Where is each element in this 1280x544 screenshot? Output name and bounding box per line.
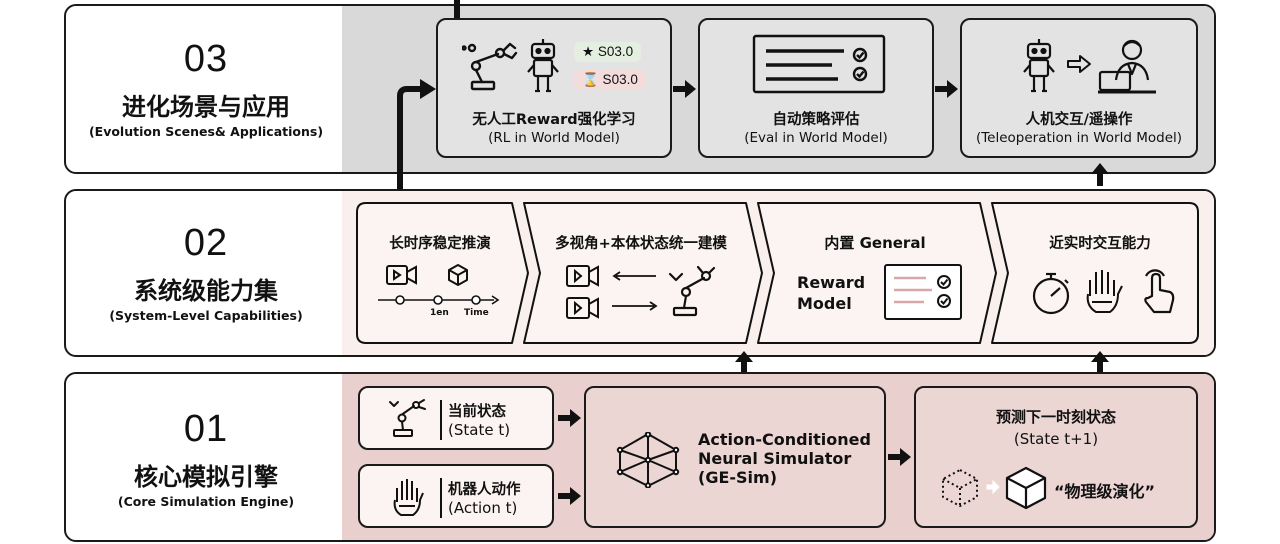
separator — [440, 400, 442, 440]
video-camera-icon — [386, 265, 417, 285]
right-arrow-icon — [1067, 55, 1091, 73]
bidirectional-arrows-icon — [612, 271, 658, 311]
capability-title: 长时序稳定推演 — [389, 236, 491, 252]
app-title: 无人工Reward强化学习 — [472, 112, 636, 128]
state-t-en: (State t) — [448, 421, 511, 439]
state-t1-zh: 预测下一时刻状态 — [995, 408, 1116, 426]
layer-title-zh: 进化场景与应用 — [122, 93, 290, 121]
video-camera-icon — [566, 297, 599, 319]
dotted-cube-icon — [942, 469, 978, 507]
capability-chevrons — [356, 202, 1199, 344]
ge-sim-line2: Neural Simulator — [698, 449, 852, 468]
flow-arrow-up — [1091, 163, 1109, 186]
ge-sim-line3: (GE-Sim) — [698, 468, 778, 487]
app-card-rl: ★ S03.0 ⌛ S03.0 无人工Reward强化学习 (RL in Wor… — [436, 18, 672, 158]
action-t-card: 机器人动作 (Action t) — [358, 464, 554, 528]
state-t-card: 当前状态 (State t) — [358, 386, 554, 450]
timeline-icon — [378, 295, 500, 305]
state-t1-en: (State t+1) — [1013, 430, 1099, 448]
checklist-icon — [752, 34, 886, 94]
action-t-zh: 机器人动作 — [448, 482, 521, 498]
flow-arrow-right — [888, 448, 911, 466]
operator-at-laptop-icon — [1098, 39, 1156, 94]
layer-number: 02 — [183, 222, 229, 264]
hourglass-badge: ⌛ S03.0 — [574, 70, 646, 90]
flow-arrow-right — [935, 80, 958, 98]
cube-icon — [1005, 466, 1047, 510]
video-camera-icon — [566, 265, 599, 287]
elbow-arrow-up — [397, 79, 436, 206]
action-t-en: (Action t) — [448, 499, 518, 517]
physics-evolution-label: “物理级演化” — [1054, 482, 1156, 501]
flow-arrow-up — [1091, 351, 1109, 380]
app-subtitle: (RL in World Model) — [488, 130, 620, 146]
app-card-eval: 自动策略评估 (Eval in World Model) — [698, 18, 934, 158]
capability-title: 内置 General — [824, 234, 926, 252]
flow-arrow-right — [558, 487, 581, 505]
layer-01-label: 01 核心模拟引擎 (Core Simulation Engine) — [66, 408, 346, 509]
layer-number: 03 — [183, 38, 229, 80]
state-t1-card: 预测下一时刻状态 (State t+1) “物理级演化” — [914, 386, 1198, 528]
reward-model-line2: Model — [797, 294, 852, 313]
capability-title: 多视角+本体状态统一建模 — [555, 236, 727, 252]
reward-model-label: Reward Model — [797, 272, 865, 314]
layer-title-en: (Core Simulation Engine) — [117, 494, 295, 509]
small-arrow-icon — [986, 480, 1000, 494]
touch-tap-icon — [1144, 269, 1175, 314]
robot-arm-icon — [462, 42, 518, 91]
robot-hand-icon — [393, 479, 424, 516]
app-title: 人机交互/遥操作 — [1025, 112, 1133, 128]
app-subtitle: (Eval in World Model) — [744, 130, 888, 146]
flow-arrow-up — [735, 351, 753, 380]
neural-mesh-icon — [616, 432, 680, 488]
layer-02-label: 02 系统级能力集 (System-Level Capabilities) — [66, 222, 346, 323]
state-t-zh: 当前状态 — [448, 404, 506, 420]
robot-icon — [1023, 39, 1055, 93]
flow-arrow-right — [558, 409, 581, 427]
layer-title-en: (Evolution Scenes& Applications) — [88, 124, 324, 139]
ge-sim-card: Action-Conditioned Neural Simulator (GE-… — [584, 386, 886, 528]
robot-hand-icon — [1086, 270, 1123, 313]
timeline-tick-label: 1en — [430, 308, 449, 318]
ge-sim-label: Action-Conditioned Neural Simulator (GE-… — [698, 430, 871, 487]
capability-title: 近实时交互能力 — [1049, 236, 1151, 252]
flow-arrow-right — [673, 80, 696, 98]
separator — [440, 478, 442, 518]
layer-number: 01 — [183, 408, 229, 450]
robot-arm-icon — [668, 265, 716, 317]
robot-arm-icon — [389, 399, 426, 437]
reward-checklist-icon — [884, 264, 962, 320]
cube-icon — [448, 264, 468, 286]
timeline-tick-label: Time — [464, 308, 489, 318]
layer-title-zh: 系统级能力集 — [134, 277, 278, 305]
layer-title-en: (System-Level Capabilities) — [109, 308, 303, 323]
app-title: 自动策略评估 — [772, 112, 860, 128]
connector-line — [454, 0, 460, 18]
robot-icon — [527, 39, 559, 93]
reward-model-line1: Reward — [797, 273, 866, 292]
layer-title-zh: 核心模拟引擎 — [134, 463, 278, 491]
star-badge: ★ S03.0 — [574, 42, 642, 62]
app-card-teleop: 人机交互/遥操作 (Teleoperation in World Model) — [960, 18, 1198, 158]
layer-03-label: 03 进化场景与应用 (Evolution Scenes& Applicatio… — [66, 38, 346, 139]
stopwatch-icon — [1032, 272, 1070, 315]
ge-sim-line1: Action-Conditioned — [698, 430, 871, 449]
app-subtitle: (Teleoperation in World Model) — [975, 130, 1183, 146]
